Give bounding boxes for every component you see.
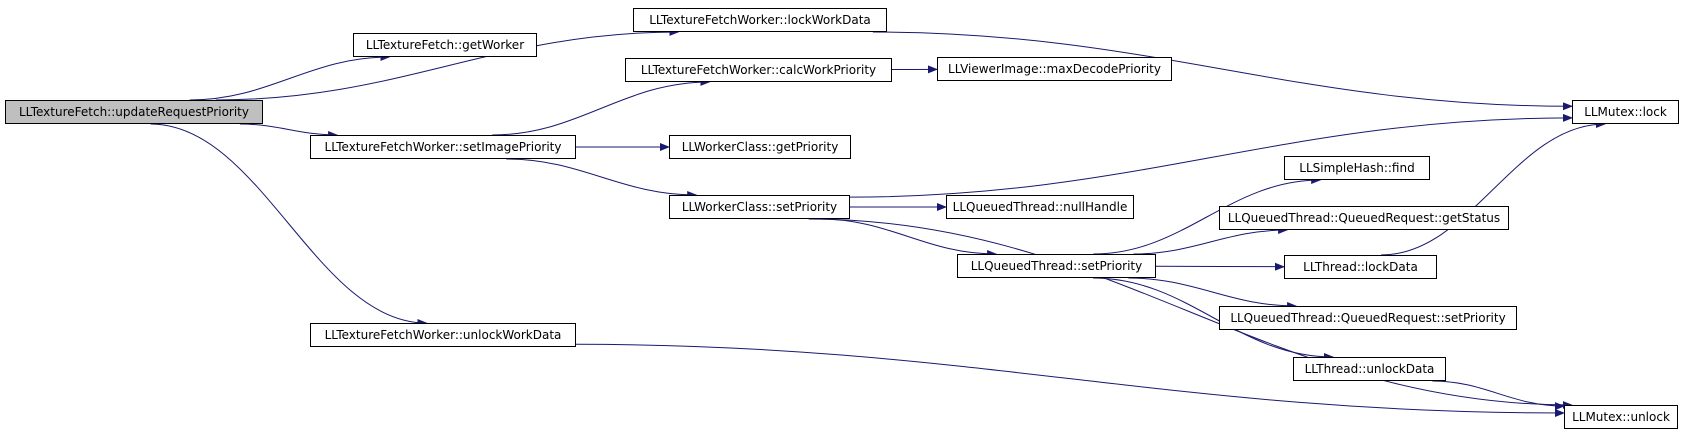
node-label: LLThread::unlockData (1304, 362, 1435, 376)
node-unlockWorkData[interactable]: LLTextureFetchWorker::unlockWorkData (310, 323, 576, 347)
node-label: LLViewerImage::maxDecodePriority (948, 62, 1161, 76)
node-lockWorkData[interactable]: LLTextureFetchWorker::lockWorkData (633, 8, 887, 32)
node-updateRequestPriority[interactable]: LLTextureFetch::updateRequestPriority (5, 100, 263, 124)
edge-updateRequestPriority-to-lockWorkData (215, 28, 680, 101)
node-label: LLMutex::unlock (1572, 410, 1670, 424)
node-label: LLMutex::lock (1584, 105, 1667, 119)
node-setImagePriority[interactable]: LLTextureFetchWorker::setImagePriority (310, 135, 576, 159)
node-label: LLTextureFetch::updateRequestPriority (18, 105, 249, 119)
node-label: LLTextureFetchWorker::lockWorkData (649, 13, 871, 27)
node-qtSetPriority[interactable]: LLQueuedThread::setPriority (957, 254, 1156, 278)
edge-setImagePriority-to-wcSetPriority (506, 158, 698, 199)
edge-unlockData-to-mutexUnlock (1432, 380, 1565, 411)
edge-setImagePriority-to-calcWorkPriority (492, 78, 711, 136)
node-nullHandle[interactable]: LLQueuedThread::nullHandle (946, 195, 1134, 219)
node-getWorker[interactable]: LLTextureFetch::getWorker (353, 33, 537, 57)
node-label: LLQueuedThread::QueuedRequest::getStatus (1227, 211, 1501, 225)
node-mutexLock[interactable]: LLMutex::lock (1572, 100, 1679, 124)
node-label: LLThread::lockData (1303, 260, 1418, 274)
node-label: LLTextureFetchWorker::unlockWorkData (324, 328, 562, 342)
node-wcSetPriority[interactable]: LLWorkerClass::setPriority (669, 195, 850, 219)
node-lockData[interactable]: LLThread::lockData (1284, 255, 1437, 279)
node-label: LLWorkerClass::setPriority (681, 200, 838, 214)
node-hashFind[interactable]: LLSimpleHash::find (1284, 156, 1430, 180)
node-label: LLWorkerClass::getPriority (681, 140, 839, 154)
edge-wcSetPriority-to-mutexUnlock (808, 218, 1573, 409)
edge-unlockWorkData-to-mutexUnlock (575, 343, 1565, 417)
node-mutexUnlock[interactable]: LLMutex::unlock (1564, 405, 1678, 429)
edge-wcSetPriority-to-mutexLock (849, 113, 1573, 198)
node-label: LLSimpleHash::find (1299, 161, 1415, 175)
edge-lockData-to-mutexLock (1380, 120, 1606, 256)
edge-lockWorkData-to-mutexLock (872, 31, 1573, 111)
node-wcGetPriority[interactable]: LLWorkerClass::getPriority (669, 135, 851, 159)
edge-qtSetPriority-to-qrSetPriority (1128, 277, 1298, 310)
node-qrSetPriority[interactable]: LLQueuedThread::QueuedRequest::setPriori… (1219, 306, 1517, 330)
node-label: LLTextureFetchWorker::calcWorkPriority (640, 63, 877, 77)
edge-qtSetPriority-to-qrGetStatus (1133, 226, 1289, 255)
node-label: LLTextureFetchWorker::setImagePriority (324, 140, 562, 154)
edge-wcSetPriority-to-qtSetPriority (819, 218, 998, 258)
edge-qtSetPriority-to-unlockData (1092, 277, 1334, 361)
node-calcWorkPriority[interactable]: LLTextureFetchWorker::calcWorkPriority (625, 58, 892, 82)
edge-updateRequestPriority-to-getWorker (189, 53, 391, 101)
node-label: LLTextureFetch::getWorker (365, 38, 525, 52)
edge-qtSetPriority-to-hashFind (1093, 176, 1322, 255)
node-unlockData[interactable]: LLThread::unlockData (1293, 357, 1446, 381)
node-qrGetStatus[interactable]: LLQueuedThread::QueuedRequest::getStatus (1219, 206, 1509, 230)
node-maxDecodePriority[interactable]: LLViewerImage::maxDecodePriority (937, 57, 1172, 81)
node-label: LLQueuedThread::nullHandle (952, 200, 1128, 214)
node-label: LLQueuedThread::QueuedRequest::setPriori… (1230, 311, 1506, 325)
edge-updateRequestPriority-to-unlockWorkData (150, 123, 428, 327)
edge-updateRequestPriority-to-setImagePriority (239, 123, 339, 139)
node-label: LLQueuedThread::setPriority (970, 259, 1143, 273)
